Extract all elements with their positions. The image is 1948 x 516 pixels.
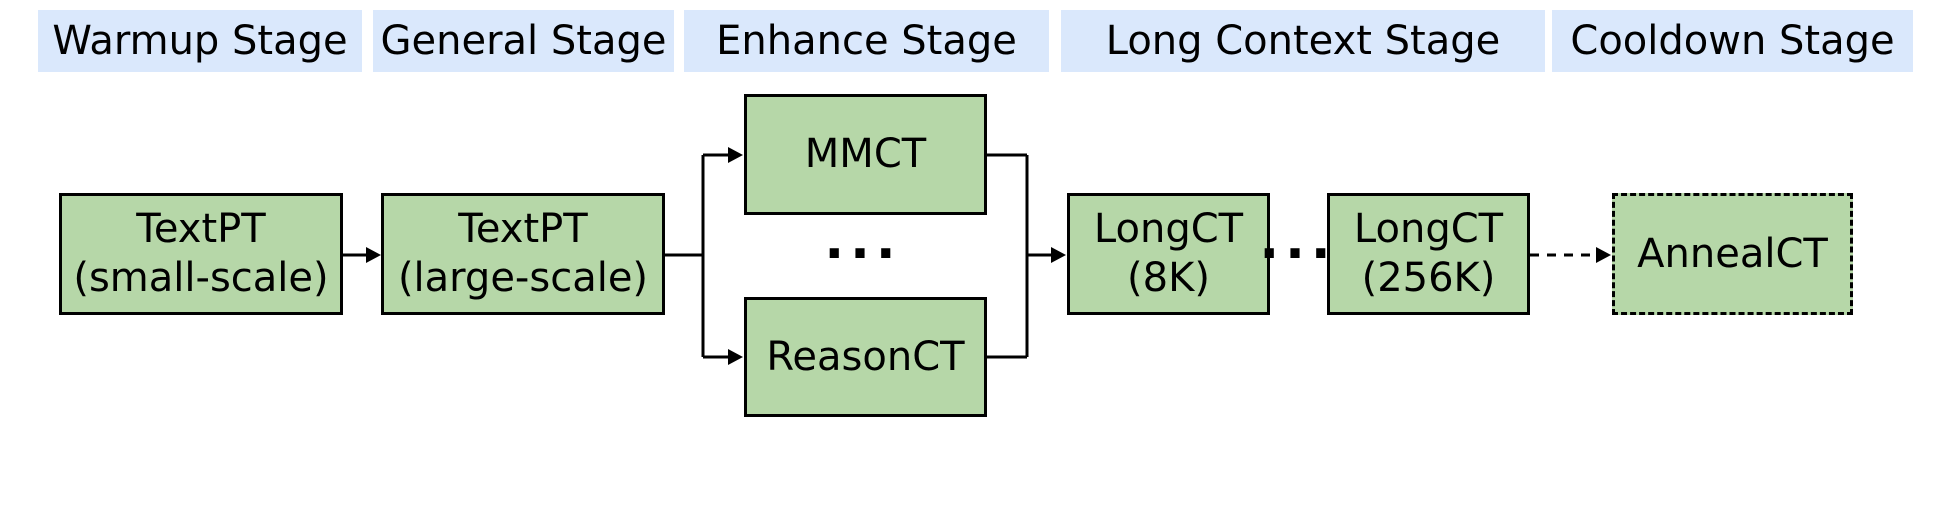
stage-header-long-context: Long Context Stage bbox=[1061, 10, 1545, 72]
arrowhead-to-longct-8k bbox=[1051, 247, 1066, 263]
node-label-line: ReasonCT bbox=[766, 333, 965, 380]
node-label-line: LongCT bbox=[1353, 206, 1504, 252]
ellipsis-enhance-stage: ... bbox=[824, 211, 902, 271]
arrowhead-to-mmct bbox=[728, 147, 743, 163]
node-label-line: (256K) bbox=[1361, 255, 1496, 301]
node-textpt-small-scale: TextPT (small-scale) bbox=[59, 193, 343, 315]
node-longct-256k: LongCT (256K) bbox=[1327, 193, 1530, 315]
stage-header-general: General Stage bbox=[373, 10, 674, 72]
connector-split-enhance bbox=[665, 153, 731, 359]
node-reasonct: ReasonCT bbox=[744, 297, 987, 417]
arrowhead-small-to-large bbox=[366, 247, 381, 263]
arrowhead-to-annealct bbox=[1596, 247, 1611, 263]
node-label-line: (large-scale) bbox=[397, 255, 649, 301]
ellipsis-long-context-stage: ... bbox=[1259, 211, 1337, 271]
node-mmct: MMCT bbox=[744, 94, 987, 215]
node-longct-8k: LongCT (8K) bbox=[1067, 193, 1270, 315]
node-label-line: AnnealCT bbox=[1637, 230, 1828, 277]
node-annealct: AnnealCT bbox=[1612, 193, 1853, 315]
node-label-line: LongCT bbox=[1093, 206, 1244, 252]
stage-header-warmup: Warmup Stage bbox=[38, 10, 362, 72]
node-label-line: (small-scale) bbox=[73, 255, 329, 301]
node-label-line: TextPT bbox=[136, 206, 266, 252]
stage-header-cooldown: Cooldown Stage bbox=[1552, 10, 1913, 72]
node-label-line: (8K) bbox=[1127, 255, 1210, 301]
connector-merge-enhance bbox=[987, 153, 1054, 359]
node-label-line: TextPT bbox=[458, 206, 588, 252]
node-textpt-large-scale: TextPT (large-scale) bbox=[381, 193, 665, 315]
arrowhead-to-reasonct bbox=[728, 349, 743, 365]
node-label-line: MMCT bbox=[804, 131, 927, 177]
stage-header-enhance: Enhance Stage bbox=[684, 10, 1049, 72]
